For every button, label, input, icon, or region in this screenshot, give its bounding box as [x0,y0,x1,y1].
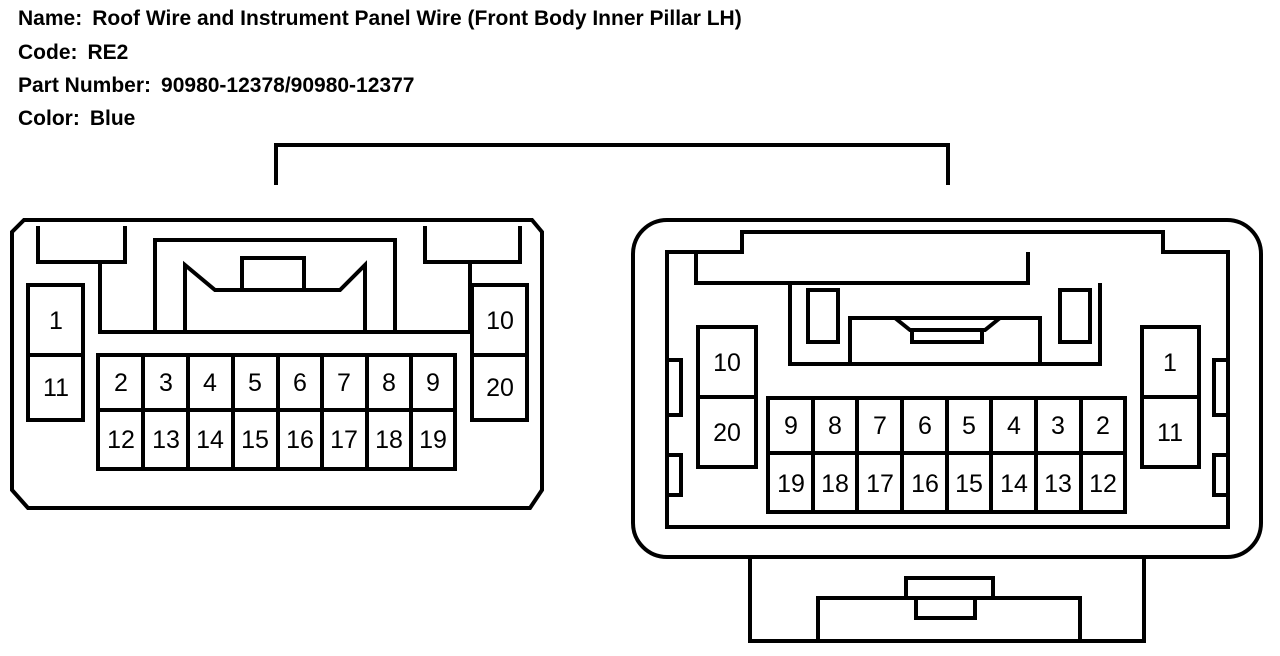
right-pin-13: 13 [1044,470,1072,498]
right-connector-inner-frame [665,230,1230,529]
name-label: Name: [18,7,83,30]
code-value: RE2 [87,41,129,64]
color-value: Blue [89,107,136,130]
right-connector [631,218,1263,643]
right-pin-2: 2 [1096,412,1110,440]
right-pin-15: 15 [955,470,983,498]
right-connector-latch-post-left [806,288,840,344]
right-connector-latch-post-right [1058,288,1092,344]
name-row: Name: Roof Wire and Instrument Panel Wire… [18,7,742,31]
right-pin-9: 9 [784,412,798,440]
code-row: Code: RE2 [18,41,128,65]
connector-pair-bracket [274,143,950,185]
right-connector-bottom-lock [748,557,1146,643]
right-pin-17: 17 [866,470,894,498]
right-pin-5: 5 [962,412,976,440]
right-pin-19: 19 [777,470,805,498]
right-connector-pin-labels: 10 20 1 11 9 8 7 6 5 4 3 2 19 18 17 16 1… [713,349,1183,498]
left-pin-4: 4 [203,369,217,397]
right-pin-20: 20 [713,419,741,447]
part-number-value: 90980-12378/90980-12377 [161,74,415,97]
color-label: Color: [18,107,80,130]
left-pin-14: 14 [196,426,224,454]
right-pin-11: 11 [1157,419,1183,447]
right-pin-6: 6 [918,412,932,440]
part-number-label: Part Number: [18,74,152,97]
left-pin-2: 2 [114,369,128,397]
left-pin-6: 6 [293,369,307,397]
left-pin-8: 8 [382,369,396,397]
left-connector-latch-frame [98,226,472,334]
left-pin-3: 3 [159,369,173,397]
part-number-row: Part Number: 90980-12378/90980-12377 [18,74,414,98]
right-connector-housing [631,218,1263,559]
right-pin-4: 4 [1007,412,1021,440]
left-pin-17: 17 [330,426,358,454]
right-pin-16: 16 [911,470,939,498]
left-connector-pin-labels: 1 11 10 20 2 3 4 5 6 7 8 9 12 13 14 15 1… [43,307,514,454]
right-pin-12: 12 [1089,470,1117,498]
left-pin-1: 1 [49,307,63,335]
right-connector-latch-frame [694,252,1102,366]
left-pin-9: 9 [426,369,440,397]
left-pin-15: 15 [241,426,269,454]
right-pin-14: 14 [1000,470,1028,498]
right-pin-3: 3 [1051,412,1065,440]
left-pin-13: 13 [152,426,180,454]
left-pin-11: 11 [43,374,69,402]
color-row: Color: Blue [18,107,135,131]
code-label: Code: [18,41,78,64]
left-connector-housing [10,218,544,510]
left-connector-latch [183,260,367,332]
left-pin-5: 5 [248,369,262,397]
name-value: Roof Wire and Instrument Panel Wire (Fro… [92,7,742,30]
left-pin-7: 7 [337,369,351,397]
left-pin-10: 10 [486,307,514,335]
right-pin-1: 1 [1163,349,1177,377]
right-pin-10: 10 [713,349,741,377]
right-pin-8: 8 [828,412,842,440]
left-pin-20: 20 [486,374,514,402]
right-pin-18: 18 [821,470,849,498]
right-pin-7: 7 [873,412,887,440]
left-pin-12: 12 [107,426,135,454]
left-connector [10,218,544,510]
left-pin-19: 19 [419,426,447,454]
left-pin-18: 18 [375,426,403,454]
right-connector-latch [848,316,1042,364]
left-connector-lock-tab [240,256,306,292]
left-pin-16: 16 [286,426,314,454]
